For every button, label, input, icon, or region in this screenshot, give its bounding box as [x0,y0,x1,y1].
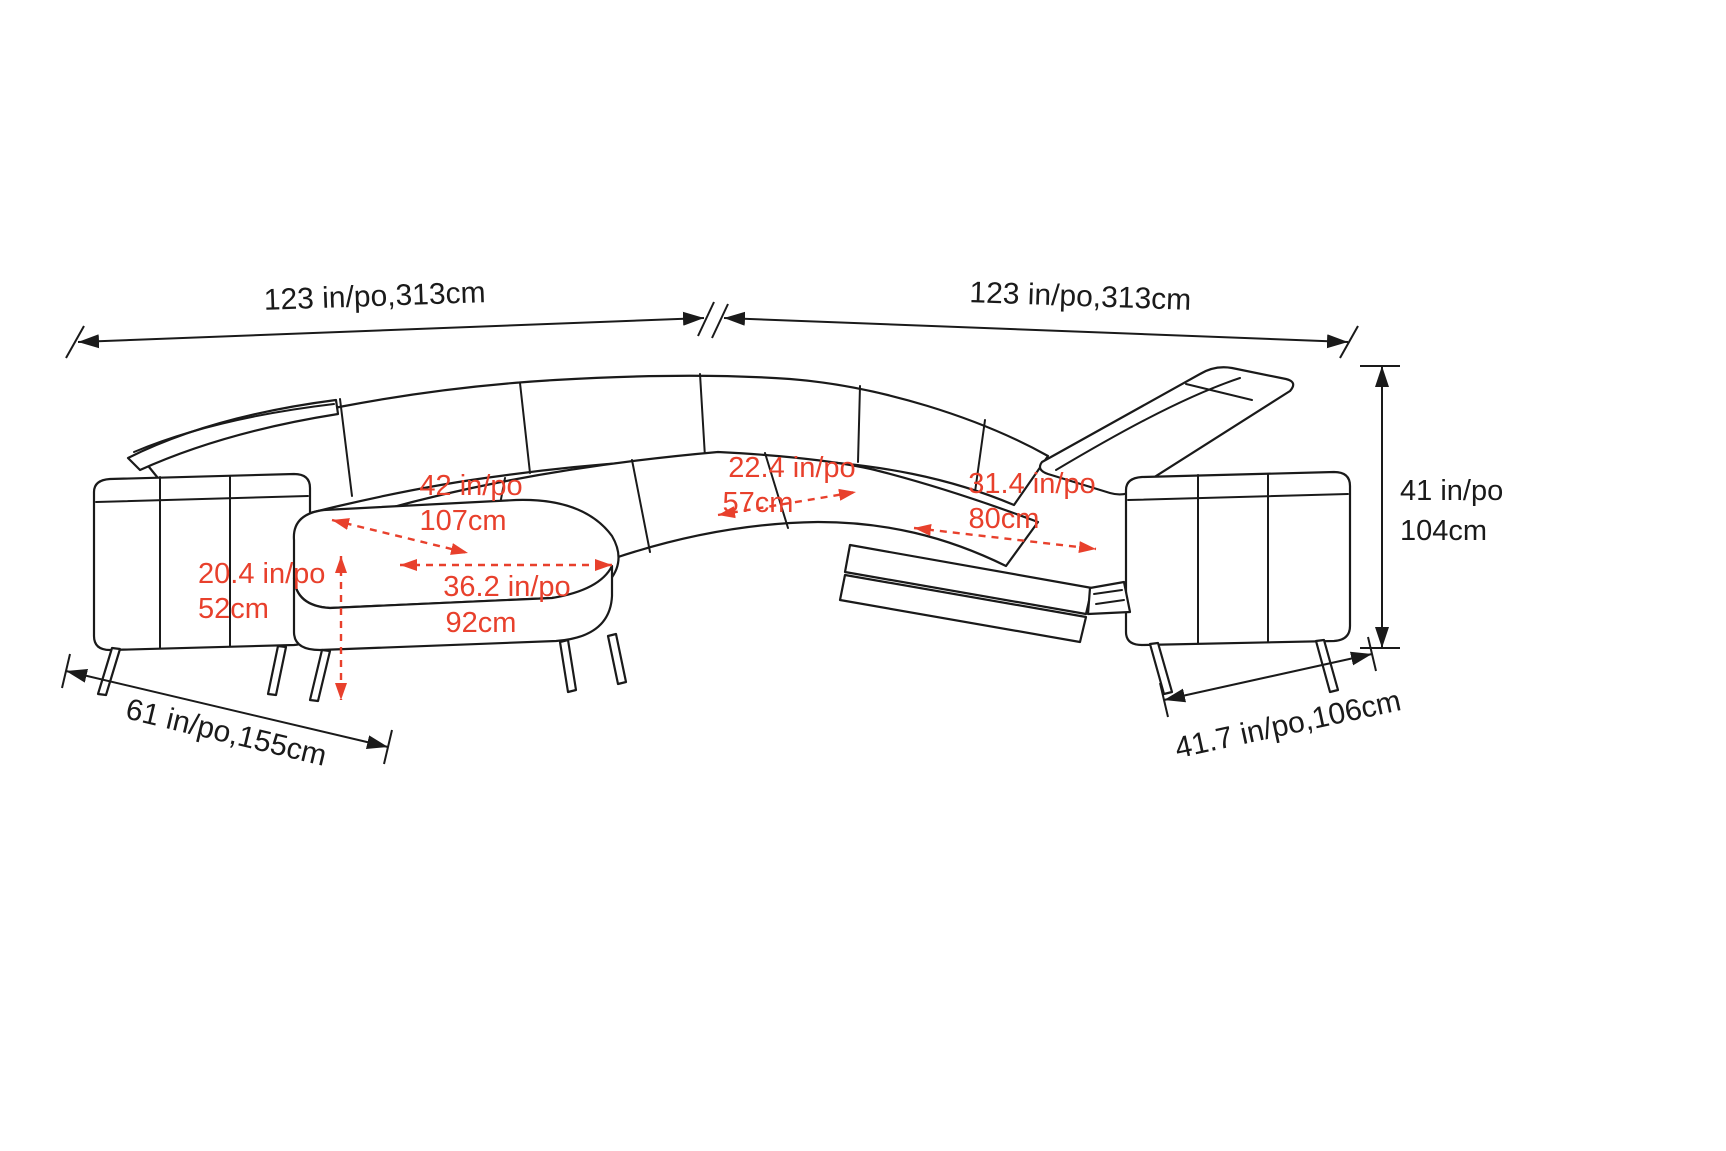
dim-tick-top-mid-a [697,301,715,337]
reclined-backrest [1038,366,1295,496]
sofa-outline [92,366,1352,703]
reclined-headrest-seam [1185,383,1253,401]
label-overall-width-right: 123 in/po,313cm [969,276,1192,317]
label-overall-width-left: 123 in/po,313cm [263,276,486,317]
chaise-leg-right [558,638,578,694]
back-seam-2 [519,382,531,474]
label-seat-depth-line2: 57cm [723,487,794,519]
left-arm-rim [95,495,309,503]
back-seam-4 [857,385,861,463]
label-chaise-width-line1: 36.2 in/po [443,571,570,603]
recliner-mechanism [1086,580,1132,616]
dim-tick-top-far-left [65,325,85,359]
label-overall-height-line2: 104cm [1400,515,1487,547]
chaise-front-face [292,564,614,652]
back-seam-1 [339,398,353,497]
dim-tick-right-depth-b [1367,636,1377,672]
label-seat-depth-line1: 22.4 in/po [728,452,855,484]
dim-line-recliner-extension [913,523,1097,554]
chaise-leg-corner [606,632,628,686]
black-dimension-lines [61,301,1400,765]
left-headrest-edge [133,403,335,453]
dim-tick-left-depth-b [383,729,393,765]
label-chaise-diagonal-line2: 107cm [419,505,506,537]
back-seam-5 [974,419,986,493]
back-seam-3 [699,373,706,458]
right-arm-rim [1127,493,1349,501]
dim-line-right-depth [1163,651,1373,703]
reclined-backrest-contour [1055,377,1241,471]
left-arm-leg-front [96,646,122,697]
dim-line-seat-depth [717,488,857,519]
label-right-section-depth: 41.7 in/po,106cm [1172,684,1404,765]
recliner-mechanism-link-1 [1093,589,1123,595]
dim-tick-left-depth-a [61,653,71,689]
chaise-leg-left [308,648,332,703]
left-arm-leg-rear [266,644,288,697]
label-left-section-depth: 61 in/po,155cm [123,693,330,773]
dim-tick-top-far-right [1339,325,1359,359]
label-recliner-extension-line1: 31.4 in/po [968,468,1095,500]
dim-line-chaise-diagonal [331,518,469,555]
seat-seam-2 [631,459,651,553]
label-recliner-extension-line2: 80cm [969,503,1040,535]
sofa-back-band [143,374,1050,542]
red-dimension-lines [331,488,1097,700]
red-dimension-labels: 42 in/po 107cm 36.2 in/po 92cm 20.4 in/p… [198,452,1096,639]
dim-line-top-right [723,311,1349,349]
dim-line-top-left [77,311,705,349]
right-arm [1124,470,1352,647]
label-chaise-diagonal-line1: 42 in/po [419,470,522,502]
label-seat-height-line1: 20.4 in/po [198,558,325,590]
label-chaise-width-line2: 92cm [446,607,517,639]
dim-tick-right-depth-a [1159,682,1169,718]
footrest-slat-upper [843,543,1094,616]
footrest-slat-lower [838,573,1088,644]
label-seat-height-line2: 52cm [198,593,269,625]
dim-line-left-depth [65,669,389,749]
recliner-mechanism-link-2 [1095,599,1125,605]
dim-tick-top-mid-b [711,303,729,339]
label-overall-height-line1: 41 in/po [1400,475,1503,507]
